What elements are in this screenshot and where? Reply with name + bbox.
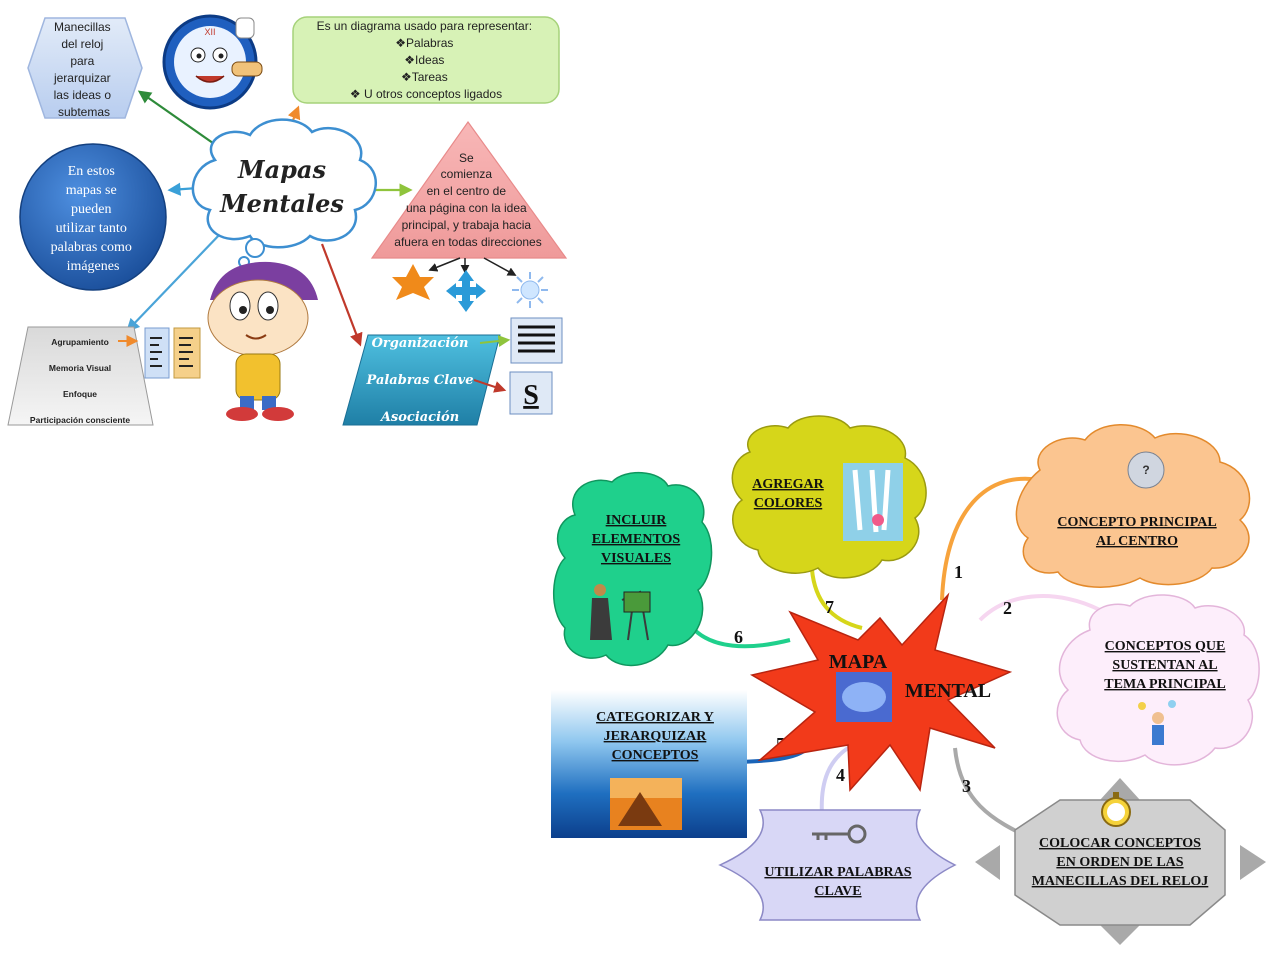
triangle-line: comienza [441, 167, 493, 181]
key-icon [812, 824, 867, 844]
cartoon-boy-image [207, 261, 318, 421]
center-label: MENTAL [905, 680, 991, 702]
clock-hands-hexagon: Manecillas del reloj para jerarquizar la… [27, 17, 143, 119]
svg-text:Manecillas del reloj: Manecillas del reloj para jerarquizar la… [53, 20, 114, 119]
hexagon-line: jerarquizar [53, 71, 111, 85]
svg-text:Se comienza en el: Se comienza en el centro de una página c… [394, 151, 541, 249]
branch-label: CATEGORIZAR Y [596, 710, 714, 725]
parallelogram-item: Asociación [379, 410, 459, 425]
svg-text:XII: XII [204, 27, 215, 37]
benefits-trapezoid: Agrupamiento Memoria Visual Enfoque Part… [7, 326, 154, 426]
circle-line: utilizar tanto [56, 221, 127, 236]
circle-line: palabras como [51, 240, 132, 255]
center-label: MAPA [829, 651, 888, 673]
images-words-circle: En estos mapas se pueden utilizar tanto … [19, 143, 167, 291]
triangle-line: una página con la idea [406, 201, 527, 215]
branch-label: COLORES [754, 496, 823, 511]
branch-palabras-clave: UTILIZAR PALABRAS CLAVE [718, 809, 957, 921]
definition-item: ❖Palabras [395, 36, 453, 50]
trapezoid-item: Enfoque [63, 389, 97, 399]
svg-text:S: S [523, 380, 539, 411]
branch-label: COLOCAR CONCEPTOS [1039, 836, 1201, 851]
svg-text:Es un diagrama usado para repr: Es un diagrama usado para representar: ❖… [317, 19, 536, 101]
branch-conceptos-sustentan: CONCEPTOS QUE SUSTENTAN AL TEMA PRINCIPA… [1056, 594, 1260, 766]
definition-item: ❖Ideas [404, 53, 444, 67]
branch-elementos-visuales: INCLUIR ELEMENTOS VISUALES [553, 471, 713, 667]
center-title-line: Mentales [219, 189, 344, 218]
circle-line: En estos [68, 164, 115, 179]
branch-number: 6 [734, 627, 743, 647]
branch-number: 2 [1003, 598, 1012, 618]
definition-intro: Es un diagrama usado para representar: [317, 19, 532, 33]
branch-number: 4 [836, 765, 845, 785]
hexagon-line: Manecillas [54, 20, 111, 34]
svg-text:En estos mapas se: En estos mapas se pueden utilizar tanto … [51, 164, 136, 274]
branch-label: CLAVE [814, 884, 861, 899]
definition-box: Es un diagrama usado para representar: ❖… [292, 16, 560, 104]
desert-pyramid-image [610, 778, 682, 830]
move-arrows-icon [446, 270, 486, 312]
trapezoid-item: Memoria Visual [49, 363, 111, 373]
circle-line: mapas se [66, 183, 117, 198]
parallelogram-item: Organización [372, 336, 469, 351]
branch-label: CONCEPTO PRINCIPAL [1057, 515, 1216, 530]
definition-item: ❖Tareas [401, 70, 448, 84]
trapezoid-item: Participación consciente [30, 415, 130, 425]
hexagon-line: subtemas [58, 105, 110, 119]
trapezoid-item: Agrupamiento [51, 337, 109, 347]
circle-line: pueden [71, 202, 111, 217]
branch-label: SUSTENTAN AL [1112, 658, 1217, 673]
stopwatch-icon [1101, 792, 1131, 827]
keywords-parallelogram: Organización Palabras Clave Asociación [342, 334, 511, 426]
hexagon-line: del reloj [61, 37, 103, 51]
person-ideas-icon [1138, 700, 1176, 745]
colors-photo-image [843, 463, 903, 541]
document-icons [144, 327, 201, 379]
branch-label: TEMA PRINCIPAL [1104, 677, 1225, 692]
branch-manecillas-reloj: COLOCAR CONCEPTOS EN ORDEN DE LAS MANECI… [975, 778, 1266, 945]
start-center-triangle: Se comienza en el centro de una página c… [370, 120, 568, 276]
branch-agregar-colores: AGREGAR COLORES [731, 415, 927, 579]
triangle-line: en el centro de [427, 184, 507, 198]
branch-label: VISUALES [601, 551, 671, 566]
s-letter-icon: S [509, 371, 553, 415]
branch-label: JERARQUIZAR [604, 729, 708, 744]
center-starburst: MAPA MENTAL [749, 592, 1013, 793]
parallelogram-item: Palabras Clave [366, 373, 474, 388]
triangle-line: Se [459, 151, 474, 165]
branch-label: EN ORDEN DE LAS [1056, 855, 1183, 870]
branch-label: ELEMENTOS [592, 532, 681, 547]
branch-categorizar: CATEGORIZAR Y JERARQUIZAR CONCEPTOS [551, 690, 747, 838]
branch-number: 3 [962, 776, 971, 796]
hexagon-line: para [70, 54, 94, 68]
sun-icon [512, 272, 548, 308]
branch-label: MANECILLAS DEL RELOJ [1032, 874, 1209, 889]
branch-label: UTILIZAR PALABRAS [764, 865, 911, 880]
orange-star-icon [392, 264, 434, 300]
branch-label: AGREGAR [752, 477, 824, 492]
branch-label: AL CENTRO [1096, 534, 1178, 549]
hexagon-line: las ideas o [54, 88, 112, 102]
branch-label: CONCEPTOS QUE [1105, 639, 1226, 654]
painter-easel-image [590, 584, 651, 641]
circle-line: imágenes [67, 259, 120, 274]
center-title-line: Mapas [237, 155, 326, 184]
branch-label: CONCEPTOS [612, 748, 699, 763]
branch-label: INCLUIR [606, 513, 668, 528]
definition-item: ❖ U otros conceptos ligados [350, 87, 502, 101]
triangle-line: afuera en todas direcciones [394, 235, 541, 249]
svg-text:?: ? [1142, 463, 1149, 477]
branch-number: 7 [825, 597, 834, 617]
branch-number: 1 [954, 562, 963, 582]
triangle-line: principal, y trabaja hacia [402, 218, 532, 232]
text-lines-icon [510, 317, 563, 364]
branch-concepto-principal: ? CONCEPTO PRINCIPAL AL CENTRO [1015, 424, 1251, 588]
center-cloud: Mapas Mentales [191, 118, 377, 268]
clock-icon: XII [162, 14, 263, 110]
